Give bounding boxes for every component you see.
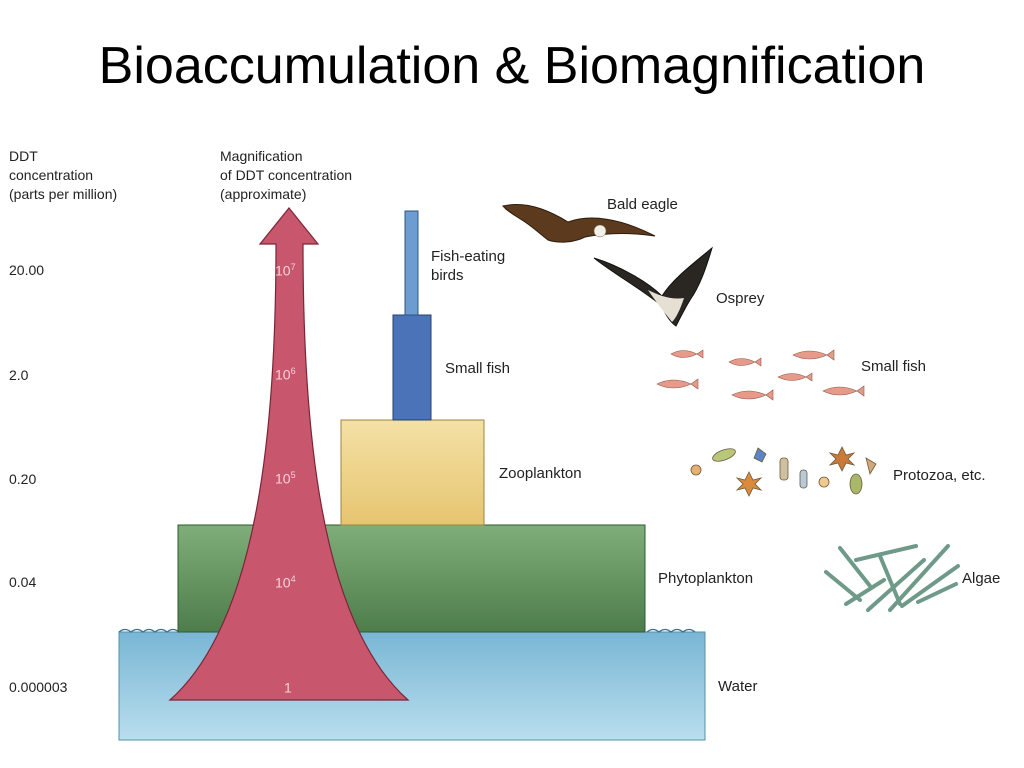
label-water: Water — [718, 678, 758, 695]
bald-eagle-icon — [502, 204, 656, 243]
concentration-small-fish: 2.0 — [9, 367, 29, 383]
small-fish-school-icon — [656, 349, 865, 401]
magnification-small-fish: 106 — [275, 366, 296, 383]
ddt-header-line-1: DDT — [9, 148, 38, 164]
label-fish-eating-birds-line-1: Fish-eating — [431, 248, 506, 265]
magnification-phytoplankton: 104 — [275, 574, 296, 591]
magnification-header-line-3: (approximate) — [220, 186, 307, 202]
ddt-header-line-3: (parts per million) — [9, 186, 118, 202]
algae-icon — [824, 544, 960, 612]
magnification-water: 1 — [284, 679, 292, 696]
page-title: Bioaccumulation & Biomagnification — [98, 37, 926, 95]
label-small-fish-school: Small fish — [861, 358, 927, 375]
concentration-zooplankton: 0.20 — [9, 471, 37, 487]
label-phytoplankton: Phytoplankton — [658, 570, 754, 587]
concentration-water: 0.000003 — [9, 679, 68, 695]
zooplankton-layer — [340, 419, 485, 526]
magnification-arrow — [168, 207, 410, 701]
protozoa-icon — [690, 446, 877, 497]
magnification-header: Magnification of DDT concentration (appr… — [220, 147, 352, 204]
label-protozoa: Protozoa, etc. — [893, 467, 986, 484]
magnification-zooplankton: 105 — [275, 470, 296, 487]
magnification-header-line-1: Magnification — [220, 148, 303, 164]
concentration-phytoplankton: 0.04 — [9, 574, 37, 590]
ddt-header: DDT concentration (parts per million) — [9, 147, 117, 204]
small-fish-bar — [392, 314, 432, 421]
magnification-birds: 107 — [275, 262, 296, 279]
label-bald-eagle: Bald eagle — [607, 196, 678, 213]
label-fish-eating-birds: Fish-eating birds — [431, 247, 505, 285]
magnification-header-line-2: of DDT concentration — [220, 167, 353, 183]
label-fish-eating-birds-line-2: birds — [431, 267, 464, 284]
label-zooplankton: Zooplankton — [499, 465, 582, 482]
label-small-fish-bar: Small fish — [445, 360, 511, 377]
label-osprey: Osprey — [716, 290, 765, 307]
birds-bar — [404, 210, 419, 316]
label-algae: Algae — [962, 570, 1001, 587]
osprey-icon — [593, 246, 713, 327]
concentration-birds: 20.00 — [9, 262, 45, 278]
ddt-header-line-2: concentration — [9, 167, 94, 183]
